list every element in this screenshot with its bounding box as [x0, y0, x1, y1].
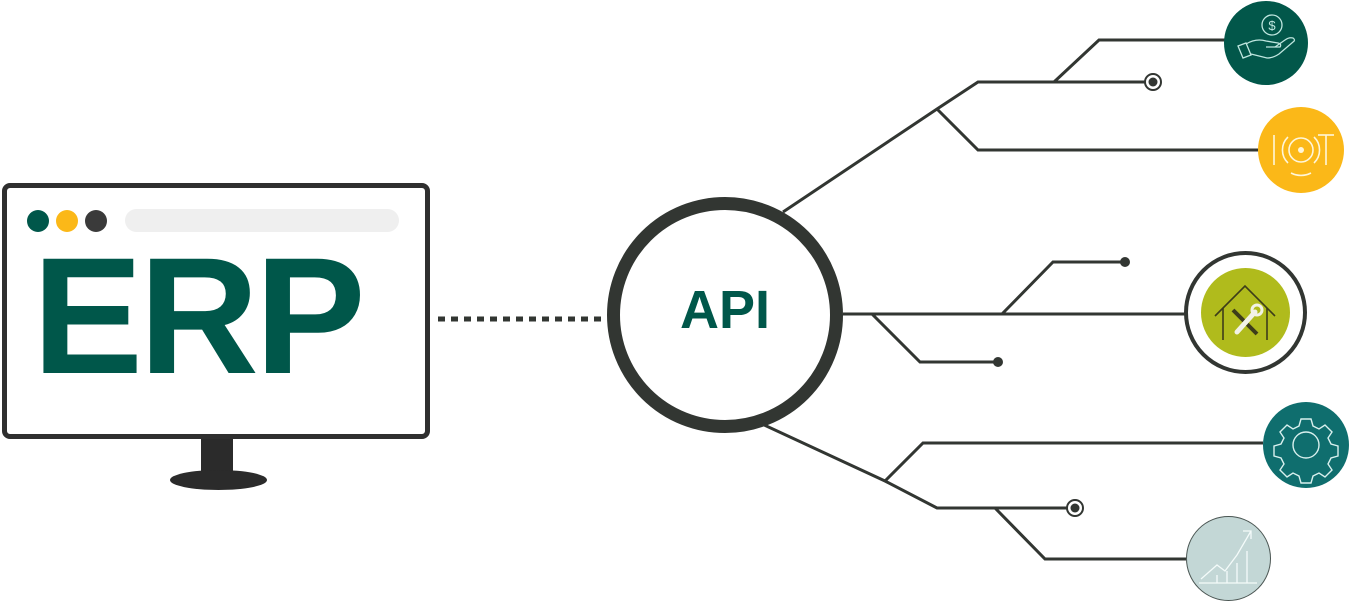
growth-chart-icon	[1199, 530, 1257, 584]
analytics-node	[1186, 516, 1271, 601]
endpoint-dot	[993, 357, 1003, 367]
house-tools-icon	[1214, 284, 1276, 340]
api-label: API	[679, 280, 771, 340]
window-dot-green	[27, 210, 49, 232]
window-dot-dark	[85, 210, 107, 232]
endpoint-dot	[1120, 257, 1130, 267]
settings-node	[1263, 402, 1349, 488]
maintenance-node-inner	[1201, 268, 1290, 357]
erp-title: ERP	[32, 224, 365, 409]
maintenance-node	[1184, 251, 1307, 374]
monitor-stand-base	[170, 470, 267, 490]
hand-dollar-icon: $	[1237, 14, 1296, 59]
svg-text:$: $	[1268, 18, 1276, 33]
erp-monitor: ERP	[2, 183, 430, 439]
gear-icon	[1273, 418, 1339, 484]
finance-node: $	[1224, 1, 1308, 85]
monitor-stand-neck	[201, 439, 233, 475]
iot-node	[1258, 107, 1344, 193]
iot-icon	[1273, 134, 1334, 177]
api-hub: API	[607, 197, 843, 433]
address-bar	[125, 209, 399, 232]
window-dot-yellow	[56, 210, 78, 232]
